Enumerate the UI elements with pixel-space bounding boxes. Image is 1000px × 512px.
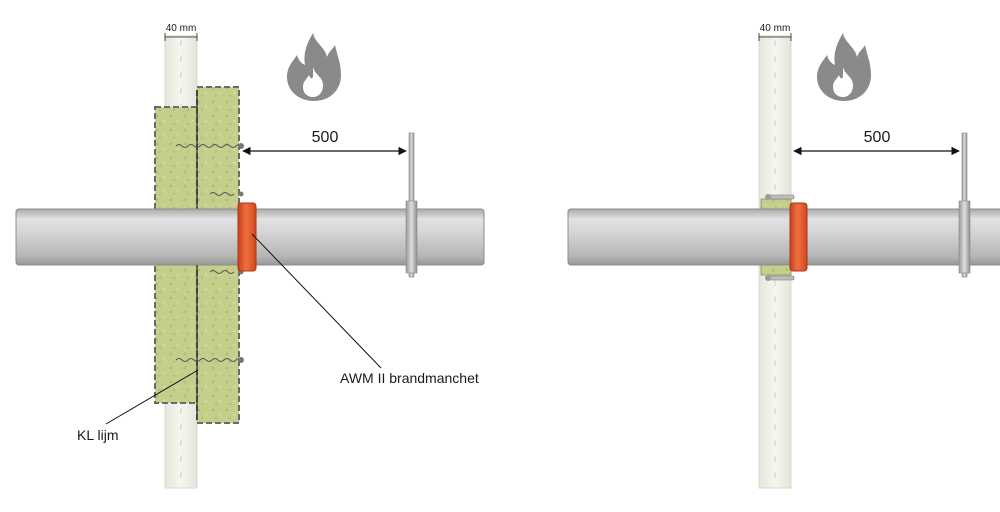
left-pipe-hanger <box>405 132 418 278</box>
right-distance-dimension: 500 <box>793 129 960 156</box>
right-pipe <box>567 208 1000 266</box>
left-wall-thickness-label: 40 mm <box>166 23 197 34</box>
right-wall-thickness-label: 40 mm <box>760 23 791 34</box>
collar-label: AWM II brandmanchet <box>340 370 479 386</box>
right-distance-label: 500 <box>864 129 891 146</box>
right-panel: 40 mm 500 <box>567 23 1000 489</box>
left-flame-icon <box>287 33 341 101</box>
left-panel: 40 mm 500 <box>15 23 485 489</box>
left-wall-thickness-dimension: 40 mm <box>164 23 198 41</box>
left-glue-callout: KL lijm <box>77 369 199 443</box>
right-collar-bolts <box>765 194 795 281</box>
right-pipe-hanger <box>958 132 971 278</box>
right-fire-collar <box>789 202 808 272</box>
left-spiral-anchors <box>175 144 243 362</box>
right-wall-thickness-dimension: 40 mm <box>758 23 792 41</box>
left-distance-dimension: 500 <box>242 129 407 156</box>
left-collar-callout: AWM II brandmanchet <box>251 233 479 386</box>
left-distance-label: 500 <box>312 129 339 146</box>
left-fire-collar <box>237 202 257 272</box>
right-flame-icon <box>817 33 871 101</box>
glue-label: KL lijm <box>77 427 119 443</box>
